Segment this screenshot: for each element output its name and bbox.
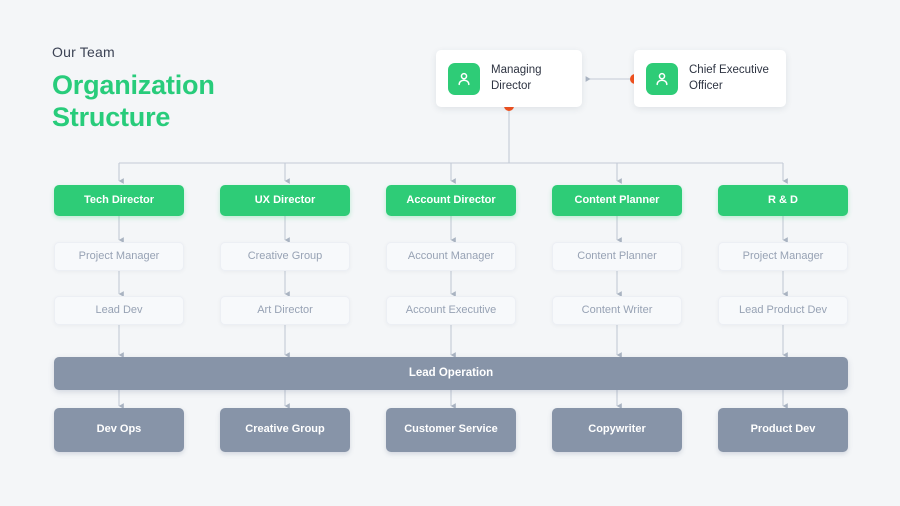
node-level5-col-3[interactable]: Customer Service [386,408,516,452]
page-title: Organization Structure [52,70,215,134]
node-level3-col-3[interactable]: Account Executive [386,296,516,325]
node-level3-col-5[interactable]: Lead Product Dev [718,296,848,325]
node-level2-col-2[interactable]: Creative Group [220,242,350,271]
node-level5-col-1[interactable]: Dev Ops [54,408,184,452]
node-lead-operation-bar[interactable]: Lead Operation [54,357,848,390]
node-director-col-2[interactable]: UX Director [220,185,350,216]
person-icon [646,62,678,95]
node-director-col-1[interactable]: Tech Director [54,185,184,216]
person-icon [448,62,480,95]
node-level5-col-2[interactable]: Creative Group [220,408,350,452]
node-director-col-5[interactable]: R & D [718,185,848,216]
node-level2-col-1[interactable]: Project Manager [54,242,184,271]
node-level2-col-3[interactable]: Account Manager [386,242,516,271]
managing-director-label: Managing Director [491,63,542,92]
node-director-col-4[interactable]: Content Planner [552,185,682,216]
page-heading: Our Team Organization Structure [52,44,215,134]
node-chief-executive-officer[interactable]: Chief Executive Officer [634,50,786,107]
node-level2-col-4[interactable]: Content Planner [552,242,682,271]
node-level3-col-4[interactable]: Content Writer [552,296,682,325]
node-level5-col-5[interactable]: Product Dev [718,408,848,452]
node-level2-col-5[interactable]: Project Manager [718,242,848,271]
node-director-col-3[interactable]: Account Director [386,185,516,216]
node-level3-col-2[interactable]: Art Director [220,296,350,325]
node-level5-col-4[interactable]: Copywriter [552,408,682,452]
node-managing-director[interactable]: Managing Director [436,50,582,107]
heading-kicker: Our Team [52,44,115,60]
chief-executive-officer-label: Chief Executive Officer [689,63,769,92]
node-level3-col-1[interactable]: Lead Dev [54,296,184,325]
page-title-line-2: Structure [52,101,171,132]
page-title-line-1: Organization [52,69,215,100]
